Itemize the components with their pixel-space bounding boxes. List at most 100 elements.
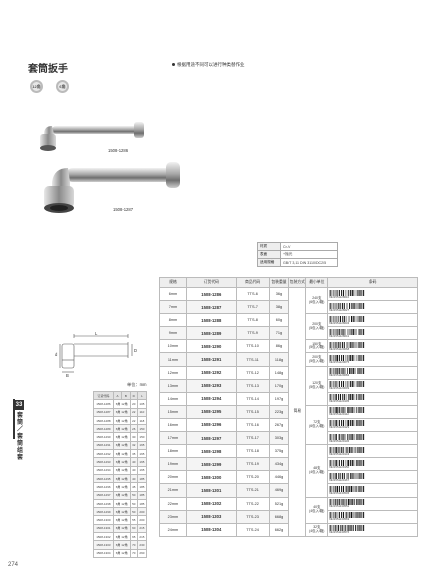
dims-cell: 32 (129, 440, 138, 451)
badge-6-point: 6角 (56, 80, 69, 93)
model-cell: TTS-19 (235, 457, 270, 472)
dims-cell: 50 (129, 498, 138, 509)
section-marker-bar (13, 399, 15, 439)
dims-cell: 6角 12角 (112, 548, 131, 558)
barcode-cell: 6921551129150 (327, 457, 418, 472)
barcode-number: 6921551129136 (329, 439, 350, 443)
large-wrench (44, 162, 180, 213)
barcode-icon (329, 355, 365, 362)
dims-cell: 150 (136, 432, 148, 442)
pack-qty: 150支 (312, 341, 322, 346)
barcode-cell: 6921551129112 (327, 404, 418, 419)
barcode-number: 6921551130576 (329, 531, 350, 535)
dimension-drawing (59, 334, 133, 373)
weight-cell: 521g (268, 496, 290, 511)
model-cell: TTS-23 (235, 509, 270, 524)
dims-cell: 40 (129, 473, 138, 484)
barcode-cell: 6921551128627 (327, 300, 418, 315)
dims-cell: 1508-1288 (93, 415, 114, 426)
spec-value: +抛光 (280, 250, 338, 259)
dims-cell: 1508-1300 (93, 515, 114, 525)
barcode-number: 6921551130545 (329, 491, 350, 495)
dim-label-small-d: d (55, 352, 58, 357)
size-cell: 12mm (159, 365, 187, 380)
barcode-number: 6921551129082 (329, 374, 350, 378)
dims-cell: 1508-1294 (93, 465, 114, 475)
dims-cell: 6角 12角 (112, 457, 131, 467)
pack-qty: 200支 (312, 354, 322, 359)
dims-cell: 70 (129, 540, 138, 550)
min-unit-cell: 120支(5包入/箱) (305, 365, 329, 406)
weight-cell: 469g (268, 483, 290, 498)
dims-cell: 6角 12角 (112, 523, 131, 534)
dims-cell: 230 (136, 540, 148, 550)
dims-cell: 6角 12角 (112, 407, 131, 417)
barcode-icon (329, 420, 365, 427)
model-cell: TTS-15 (235, 404, 270, 419)
model-cell: TTS-12 (235, 365, 270, 380)
dims-cell: 110 (136, 407, 148, 417)
column-header: 包装重量 (268, 277, 290, 288)
size-cell: 8mm (159, 313, 187, 328)
dims-cell: 60 (129, 523, 138, 534)
barcode-number: 6921551129167 (329, 478, 350, 482)
model-cell: TTS-17 (235, 431, 270, 446)
barcode-icon (329, 512, 365, 519)
barcode-icon (329, 485, 365, 492)
barcode-number: 6921551129112 (329, 413, 349, 417)
barcode-cell: 6921551130576 (327, 522, 418, 537)
dims-cell: 50 (129, 490, 138, 500)
barcode-icon (329, 394, 365, 401)
weight-cell: 148g (268, 365, 290, 380)
min-unit-cell: 48支(4包入/箱) (305, 444, 329, 498)
weight-cell: 662g (268, 522, 290, 537)
barcode-icon (329, 381, 365, 388)
dims-cell: 65 (129, 532, 138, 542)
order-code-cell: 1508-1301 (185, 483, 237, 498)
barcode-icon (329, 302, 365, 309)
dims-cell: 30 (129, 432, 138, 442)
dim-label-d: D (134, 348, 138, 353)
order-code-cell: 1508-1295 (185, 404, 237, 419)
product-table-header: 规格订货代码商品代码包装重量包装方式最小单位条码 (159, 277, 418, 288)
size-cell: 14mm (159, 391, 187, 406)
pack-qty: 48支 (313, 466, 321, 471)
dims-cell: 70 (129, 548, 138, 558)
dims-cell: 6角 12角 (112, 424, 131, 434)
dims-cell: 185 (136, 482, 148, 492)
spec-row: 表面+抛光 (257, 250, 338, 259)
barcode-cell: 6921551129105 (327, 391, 418, 406)
barcode-cell: 6921551129129 (327, 417, 418, 433)
pack-qty: 200支 (312, 321, 322, 326)
pack-qty: 72支 (313, 420, 321, 425)
barcode-icon (329, 499, 365, 506)
dims-cell: 40 (129, 457, 138, 467)
dims-cell: 40 (129, 465, 138, 475)
size-cell: 22mm (159, 496, 187, 511)
barcode-cell: 6921551130569 (327, 509, 418, 524)
weight-cell: 668g (268, 509, 290, 524)
dims-column-header: B (121, 390, 131, 401)
dims-cell: 6角 12角 (112, 465, 131, 475)
spec-key: 材质 (257, 242, 281, 251)
pack-qty: 240支 (312, 295, 322, 300)
column-header: 最小单位 (305, 277, 329, 288)
